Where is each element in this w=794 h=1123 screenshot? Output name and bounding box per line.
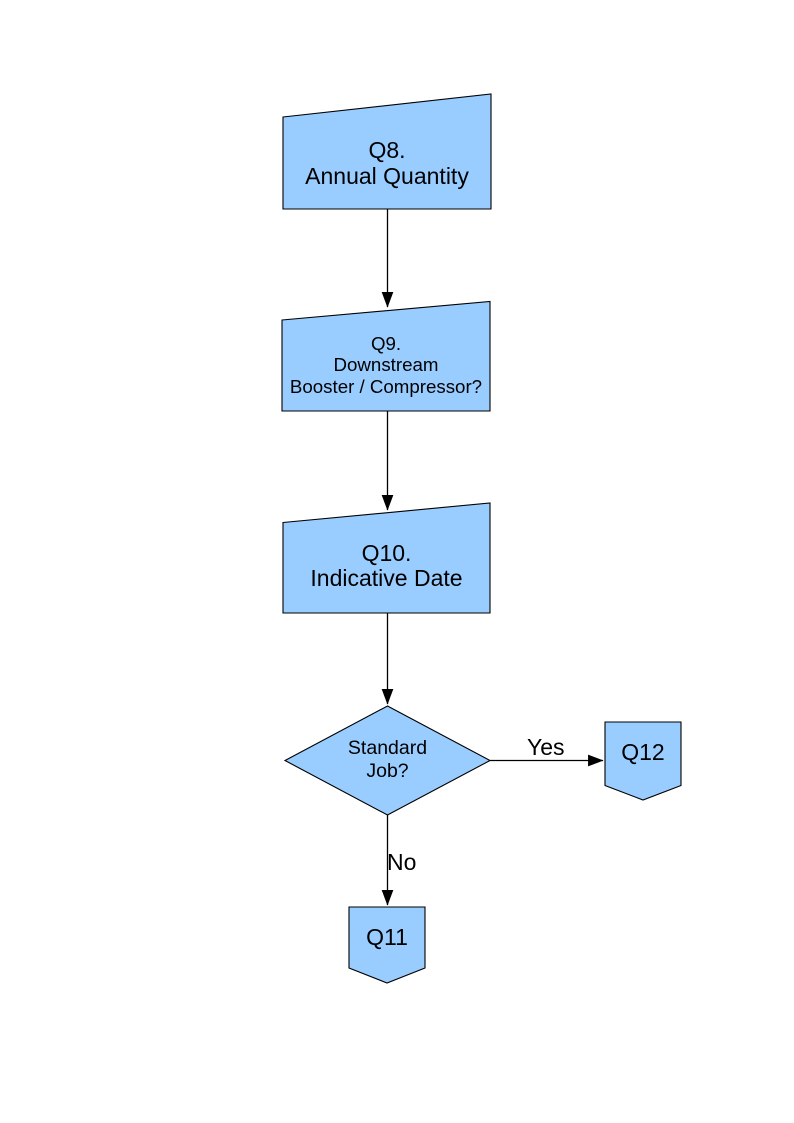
decision-label-line1: Standard	[347, 736, 428, 759]
no-edge-label: No	[387, 849, 417, 875]
q9-label-line2: Downstream	[333, 354, 439, 376]
q9-label: Q9. Downstream Booster / Compressor?	[282, 333, 490, 397]
decision-label: Standard Job?	[285, 737, 490, 783]
decision-shape	[283, 705, 492, 816]
q8-shape	[282, 93, 492, 210]
q11-label-text: Q11	[366, 924, 408, 950]
q12-shape	[604, 721, 682, 801]
q12-label: Q12	[605, 738, 681, 766]
q11-label: Q11	[349, 924, 425, 951]
q8-label: Q8. Annual Quantity	[283, 137, 491, 189]
q10-shape	[282, 502, 491, 614]
q9-label-line1: Q9.	[370, 333, 402, 354]
q10-label: Q10. Indicative Date	[283, 539, 490, 592]
q10-label-line2: Indicative Date	[310, 565, 463, 591]
q8-label-line1: Q8.	[368, 137, 406, 163]
q9-label-line3: Booster / Compressor?	[289, 375, 483, 397]
q12-label-text: Q12	[621, 738, 665, 765]
yes-edge-label: Yes	[527, 733, 565, 760]
q8-label-line2: Annual Quantity	[305, 162, 469, 189]
q9-shape	[281, 300, 491, 412]
q10-label-line1: Q10.	[361, 539, 412, 566]
q11-shape	[348, 906, 426, 984]
decision-label-line2: Job?	[366, 759, 409, 782]
